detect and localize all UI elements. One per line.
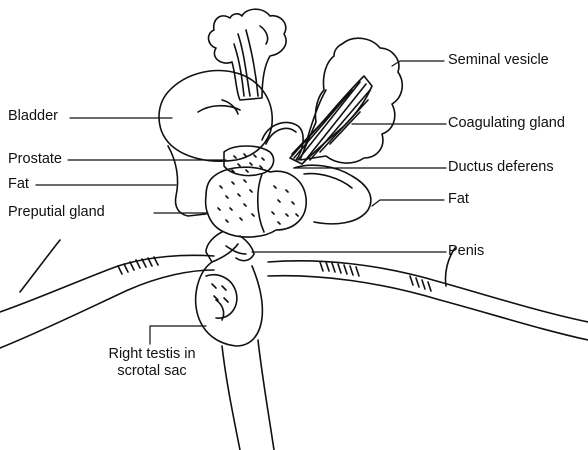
- leader-seminal-vesicle: [391, 60, 445, 67]
- label-right-testis-line2: scrotal sac: [117, 363, 187, 379]
- preputial-gland: [204, 166, 307, 238]
- label-penis: Penis: [448, 243, 485, 259]
- label-seminal-vesicle: Seminal vesicle: [448, 52, 549, 68]
- fat-mass: [167, 145, 372, 225]
- label-right-testis: Right testis in scrotal sac: [96, 346, 208, 380]
- penis: [205, 231, 255, 263]
- seminal-vesicle-right: [299, 37, 404, 164]
- leader-fat-right: [371, 199, 445, 207]
- label-fat-left: Fat: [8, 176, 29, 192]
- label-prostate: Prostate: [8, 151, 62, 167]
- label-bladder: Bladder: [8, 108, 58, 124]
- body-outline: [0, 239, 588, 349]
- bladder: [158, 69, 273, 162]
- seminal-vesicle-left: [207, 8, 287, 101]
- leader-lines: [35, 60, 447, 345]
- prostate: [223, 145, 275, 177]
- leader-right-testis: [149, 325, 207, 345]
- coagulating-gland: [289, 75, 373, 165]
- label-fat-right: Fat: [448, 191, 469, 207]
- label-ductus-deferens: Ductus deferens: [448, 159, 554, 175]
- ductus-deferens: [261, 121, 304, 161]
- scrotal-sac: [194, 261, 275, 450]
- label-coagulating-gland: Coagulating gland: [448, 115, 565, 131]
- label-right-testis-line1: Right testis in: [108, 346, 196, 362]
- label-preputial-gland: Preputial gland: [8, 204, 105, 220]
